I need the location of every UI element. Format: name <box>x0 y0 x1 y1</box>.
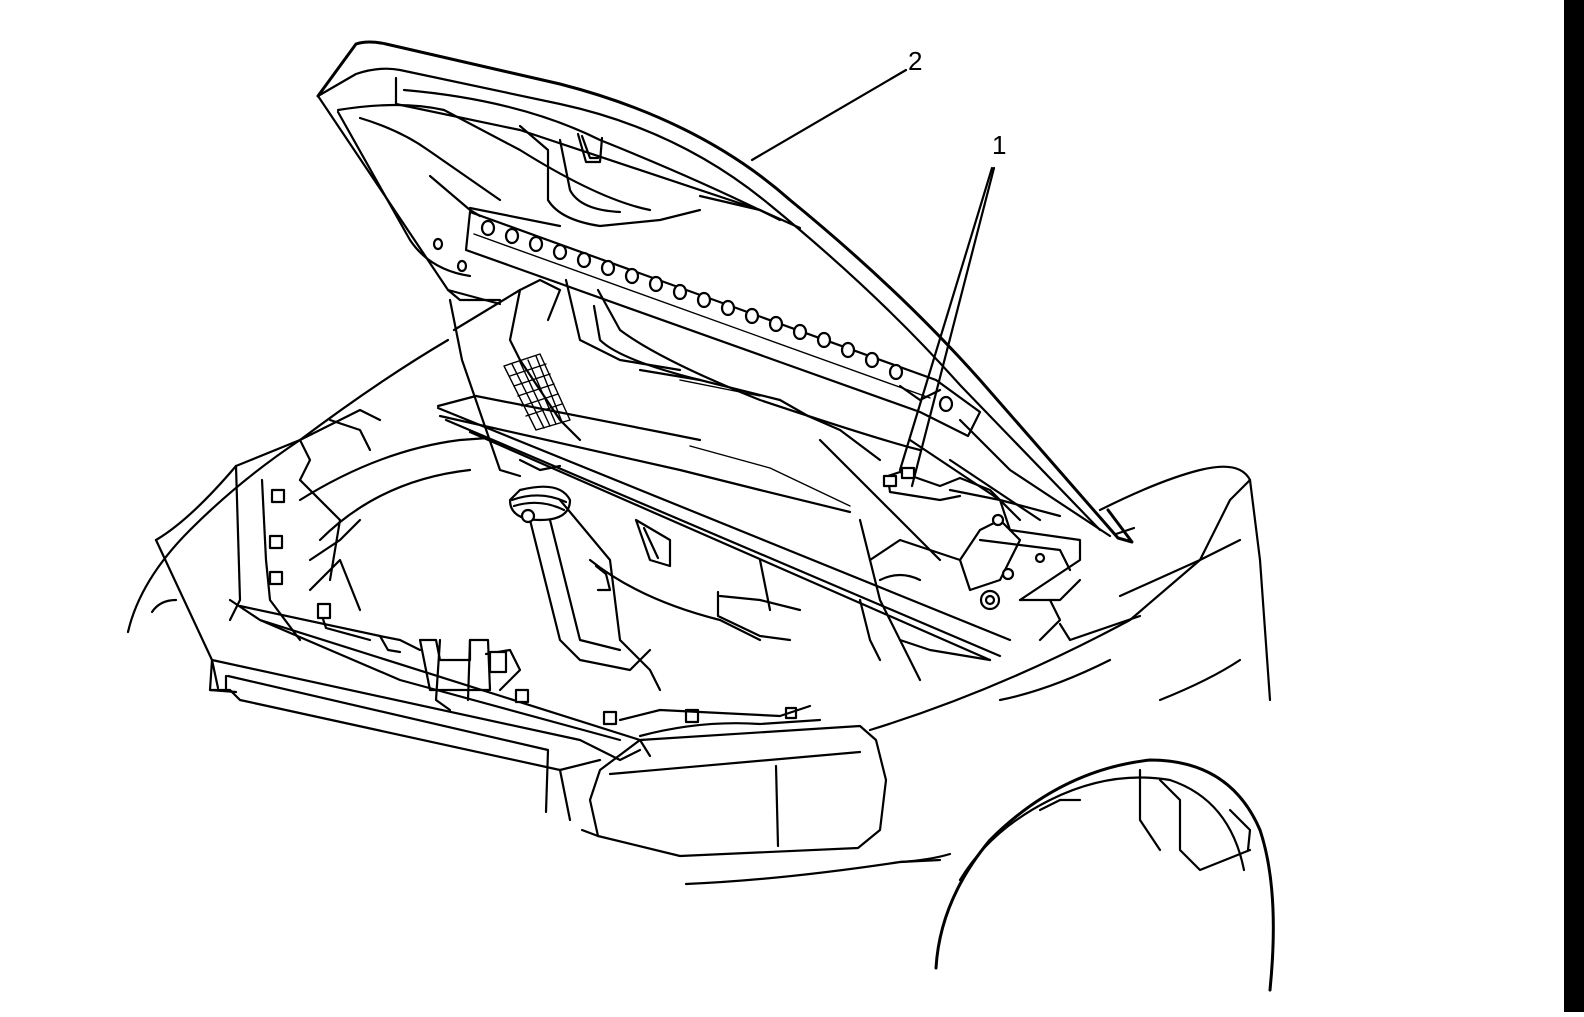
callout-leaders <box>750 68 996 488</box>
hood-panel <box>316 40 1134 544</box>
hood-hinge <box>882 466 1082 642</box>
hood-rib-holes <box>432 219 954 413</box>
engine-compartment <box>210 408 992 762</box>
callout-1-label: 1 <box>992 130 1006 160</box>
vehicle-body <box>126 338 1275 992</box>
cowl-grille-mesh <box>503 353 571 431</box>
right-edge-bar <box>1564 0 1584 1012</box>
callout-2-label: 2 <box>908 46 922 76</box>
cowl-and-wiper <box>436 278 1012 662</box>
